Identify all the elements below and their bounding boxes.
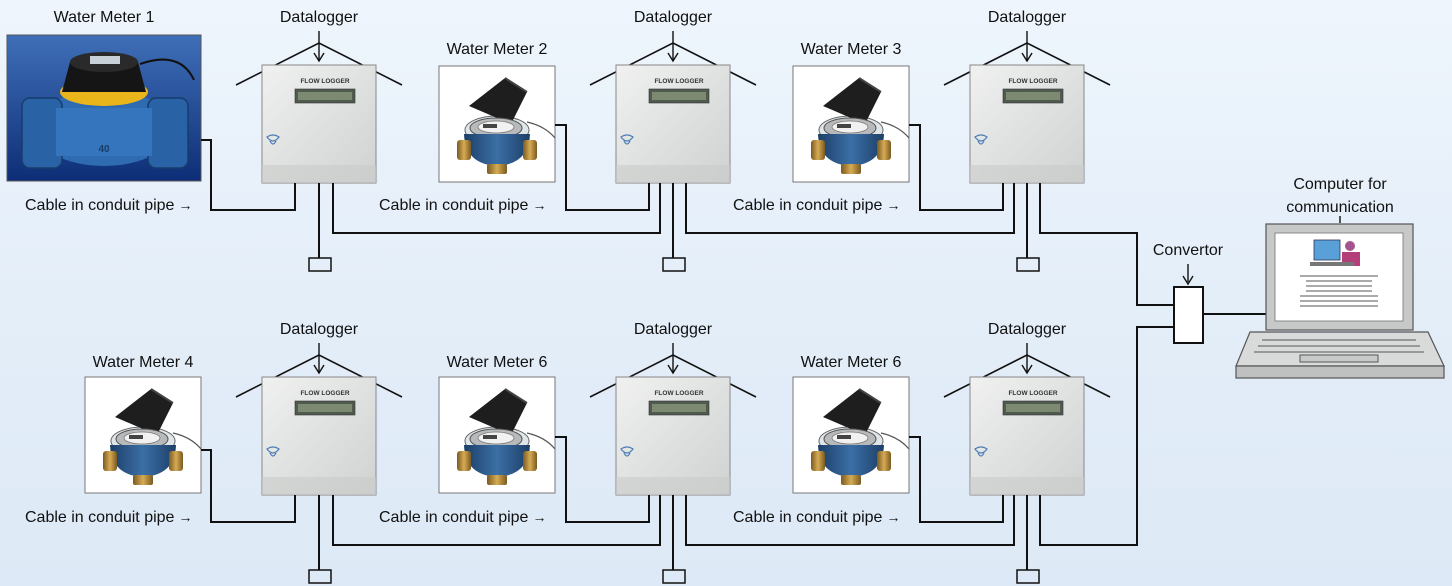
water-meter-3-image	[792, 65, 910, 183]
datalogger-4-label: Datalogger	[279, 321, 359, 338]
cable-label-1: Cable in conduit pipe→	[25, 197, 192, 215]
computer-label-line2: communication	[1286, 199, 1394, 216]
computer-label-line1: Computer for	[1293, 176, 1387, 193]
datalogger-1-label: Datalogger	[279, 9, 359, 26]
cable-wiring	[201, 124, 1266, 570]
right-arrow-icon: →	[178, 197, 193, 213]
datalogger-6-label: Datalogger	[987, 321, 1067, 338]
ground-boxes	[308, 257, 1040, 584]
datalogger-1	[235, 42, 403, 184]
water-meter-6-image	[792, 376, 910, 494]
cable-label-2: Cable in conduit pipe→	[379, 197, 546, 215]
water-meter-3-label: Water Meter 3	[800, 41, 902, 58]
datalogger-5-label: Datalogger	[633, 321, 713, 338]
right-arrow-icon: →	[532, 197, 547, 213]
cable-label-5: Cable in conduit pipe→	[379, 509, 546, 527]
datalogger-2-label: Datalogger	[633, 9, 713, 26]
datalogger-3	[943, 42, 1111, 184]
water-meter-1-label: Water Meter 1	[53, 9, 155, 26]
cable-label-4: Cable in conduit pipe→	[25, 509, 192, 527]
convertor-box	[1173, 264, 1204, 344]
right-arrow-icon: →	[532, 509, 547, 525]
datalogger-3-label: Datalogger	[987, 9, 1067, 26]
right-arrow-icon: →	[886, 197, 901, 213]
water-meter-5-label: Water Meter 6	[446, 354, 548, 371]
datalogger-4	[235, 354, 403, 496]
convertor-label: Convertor	[1152, 242, 1224, 259]
water-meter-4-image	[84, 376, 202, 494]
right-arrow-icon: →	[178, 509, 193, 525]
cable-label-text: Cable in conduit pipe	[733, 197, 883, 214]
cable-label-text: Cable in conduit pipe	[379, 509, 529, 526]
cable-label-6: Cable in conduit pipe→	[733, 509, 900, 527]
water-meter-5-image	[438, 376, 556, 494]
svg-text:40: 40	[98, 144, 110, 155]
water-meter-6-label: Water Meter 6	[800, 354, 902, 371]
water-meter-2-image	[438, 65, 556, 183]
cable-label-3: Cable in conduit pipe→	[733, 197, 900, 215]
water-meter-2-label: Water Meter 2	[446, 41, 548, 58]
datalogger-5	[589, 354, 757, 496]
datalogger-2	[589, 42, 757, 184]
right-arrow-icon: →	[886, 509, 901, 525]
cable-label-text: Cable in conduit pipe	[25, 509, 175, 526]
cable-label-text: Cable in conduit pipe	[379, 197, 529, 214]
water-meter-1-image: 40	[6, 34, 202, 182]
cable-label-text: Cable in conduit pipe	[25, 197, 175, 214]
datalogger-6	[943, 354, 1111, 496]
cable-label-text: Cable in conduit pipe	[733, 509, 883, 526]
logger-pointer-arrows	[313, 31, 1033, 375]
water-meter-4-label: Water Meter 4	[92, 354, 194, 371]
computer-laptop	[1235, 216, 1445, 379]
